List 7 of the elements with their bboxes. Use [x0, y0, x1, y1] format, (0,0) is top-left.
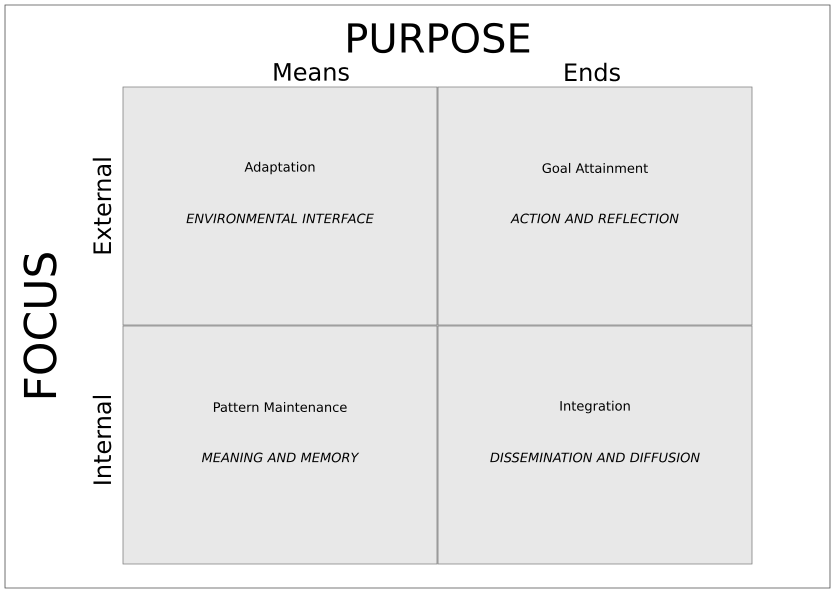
quadrant-box: Goal Attainment ACTION AND REFLECTION	[438, 86, 752, 326]
title: PURPOSE	[348, 22, 530, 54]
quadrant-box: Integration DISSEMINATION AND DIFFUSION	[438, 326, 752, 564]
row-heading: Internal	[92, 396, 112, 484]
axis-title: FOCUS	[23, 253, 57, 398]
quadrant-box: Adaptation ENVIRONMENTAL INTERFACE	[122, 86, 438, 326]
quadrant-box: Pattern Maintenance MEANING AND MEMORY	[122, 326, 438, 564]
